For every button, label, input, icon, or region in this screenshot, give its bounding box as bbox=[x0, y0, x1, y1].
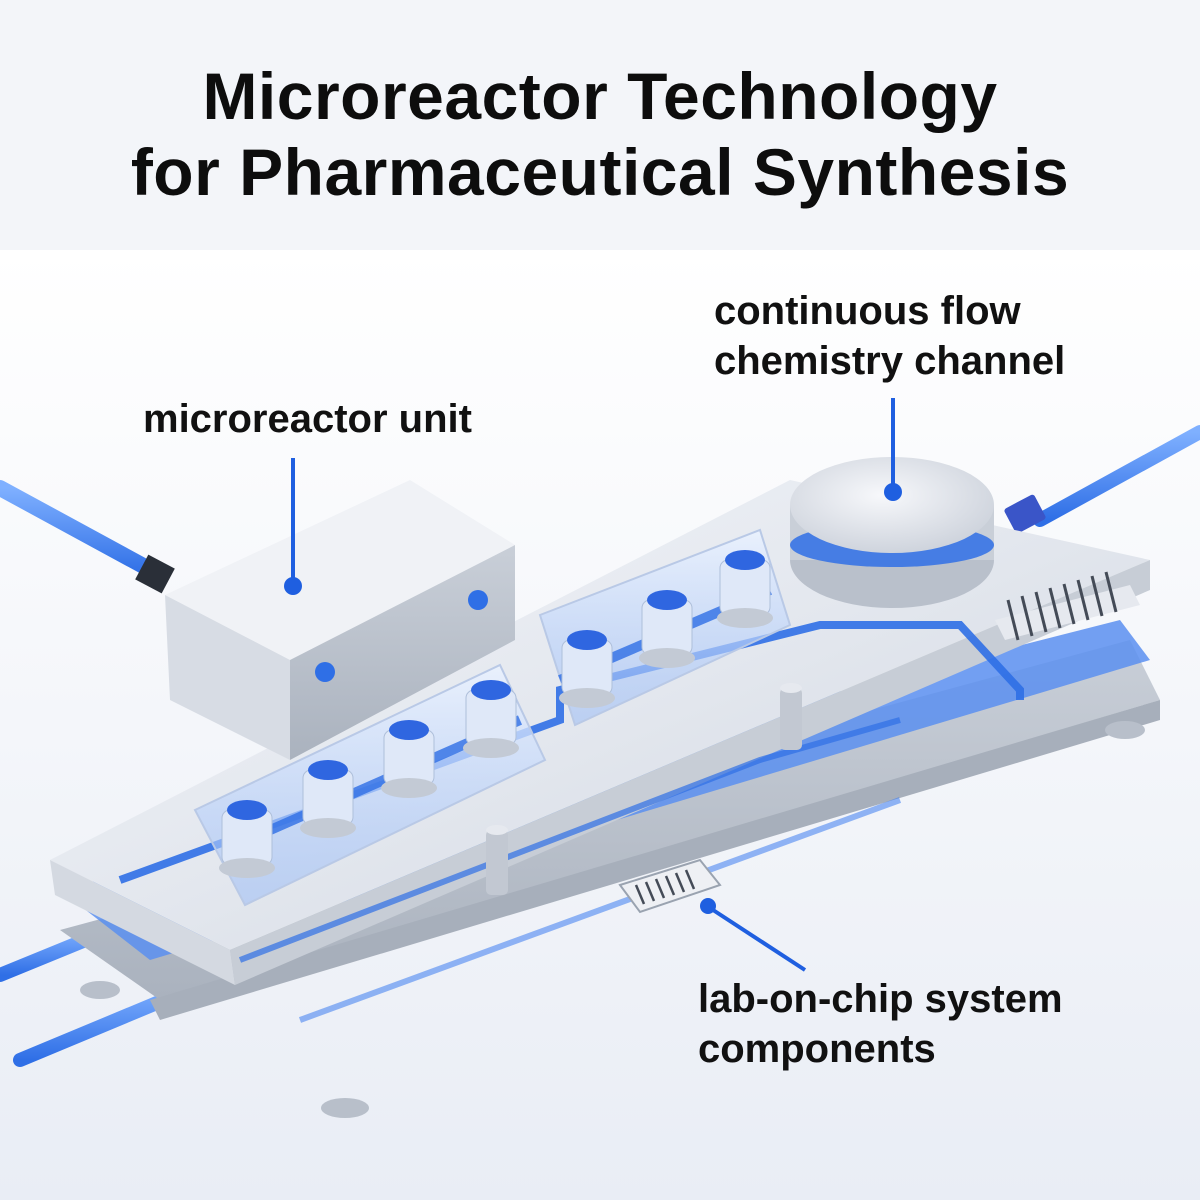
label-microreactor-unit-text: microreactor unit bbox=[143, 397, 472, 441]
title-line-1: Microreactor Technology bbox=[202, 59, 998, 133]
vial bbox=[717, 550, 773, 628]
diagram-title: Microreactor Technology for Pharmaceutic… bbox=[0, 58, 1200, 210]
vial bbox=[381, 720, 437, 798]
vial bbox=[463, 680, 519, 758]
vial bbox=[219, 800, 275, 878]
label-flow-channel-line-2: chemistry channel bbox=[714, 339, 1066, 383]
label-lab-on-chip-line-2: components bbox=[698, 1027, 936, 1071]
vial bbox=[639, 590, 695, 668]
label-lab-on-chip: lab-on-chip system components bbox=[698, 974, 1063, 1074]
label-lab-on-chip-line-1: lab-on-chip system bbox=[698, 977, 1063, 1021]
chip-connector bbox=[618, 858, 722, 914]
microreactor-box bbox=[165, 480, 515, 760]
vial bbox=[300, 760, 356, 838]
label-microreactor-unit: microreactor unit bbox=[143, 394, 472, 444]
outlet-tube-right bbox=[1004, 425, 1200, 534]
callout-microreactor-unit bbox=[284, 458, 302, 595]
vent-grille bbox=[995, 571, 1140, 641]
callout-flow-channel bbox=[884, 398, 902, 501]
callout-lab-on-chip bbox=[700, 898, 807, 972]
flow-cell-disc bbox=[790, 457, 994, 608]
label-flow-channel-line-1: continuous flow bbox=[714, 289, 1021, 333]
reaction-vials bbox=[219, 550, 773, 878]
title-line-2: for Pharmaceutical Synthesis bbox=[130, 135, 1070, 209]
inlet-tube-left-top bbox=[0, 480, 175, 594]
label-flow-channel: continuous flow chemistry channel bbox=[714, 286, 1065, 386]
flow-channel bbox=[118, 621, 1024, 1023]
alignment-pins bbox=[486, 683, 802, 895]
vial bbox=[559, 630, 615, 708]
